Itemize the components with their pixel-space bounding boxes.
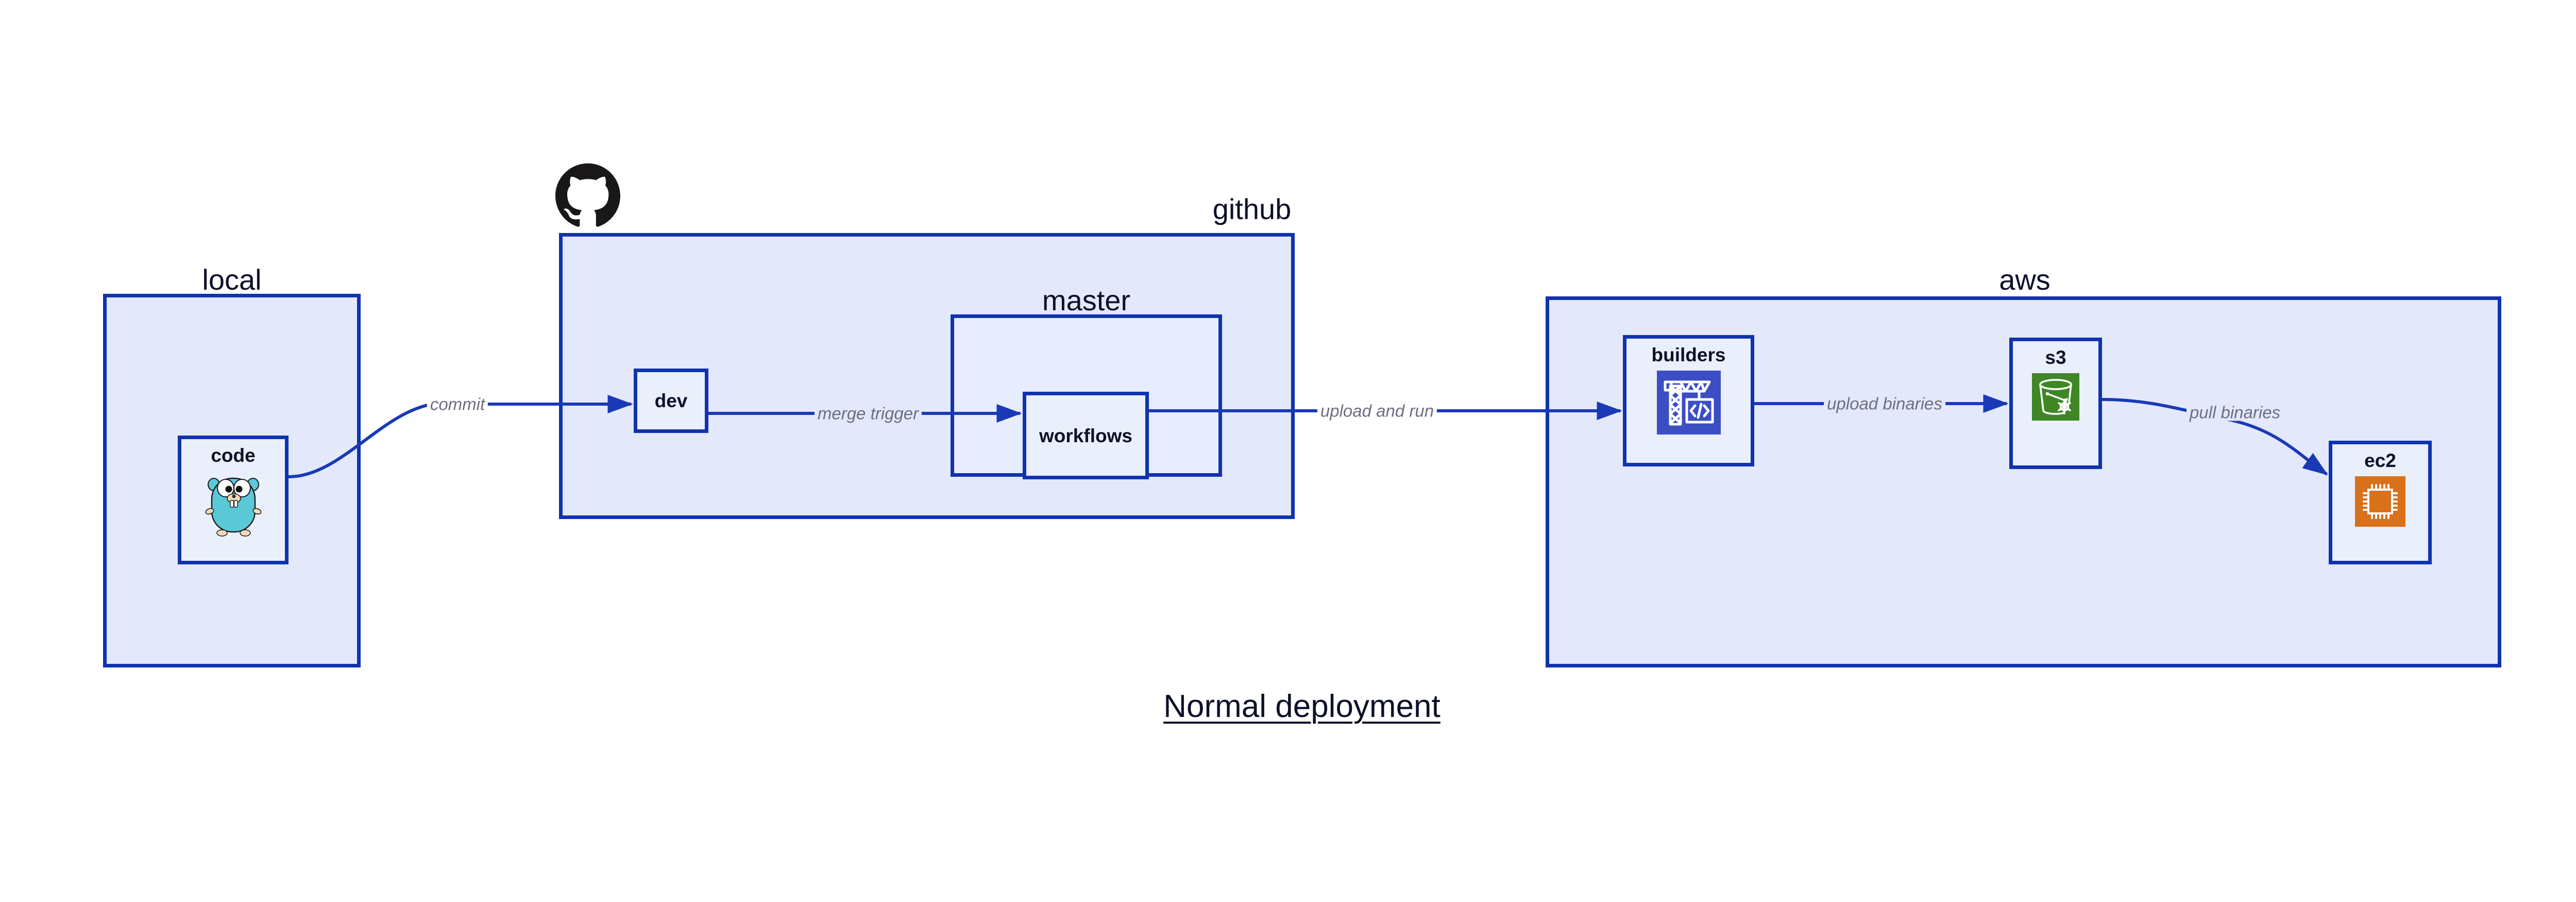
edge-label-commit: commit [427, 395, 488, 413]
github-logo-icon [555, 163, 620, 228]
node-workflows[interactable]: workflows [1023, 392, 1149, 479]
edge-label-upload-and-run: upload and run [1317, 402, 1437, 420]
group-label-aws: aws [1999, 263, 2050, 296]
node-label-code: code [211, 445, 256, 466]
node-code[interactable]: code [178, 436, 289, 564]
aws-codebuild-icon [1656, 371, 1721, 437]
node-s3[interactable]: s3 [2009, 338, 2102, 469]
group-label-local: local [202, 263, 262, 296]
group-label-master: master [1042, 284, 1131, 316]
node-label-builders: builders [1651, 344, 1726, 365]
node-label-ec2: ec2 [2364, 450, 2396, 471]
node-dev[interactable]: dev [634, 369, 708, 433]
node-label-s3: s3 [2045, 347, 2066, 368]
node-label-dev: dev [654, 390, 688, 411]
go-gopher-icon [205, 471, 262, 540]
edge-label-upload-binaries: upload binaries [1824, 395, 1945, 412]
node-builders[interactable]: builders [1623, 335, 1754, 466]
diagram-caption: Normal deployment [0, 691, 2576, 723]
edge-label-pull-binaries: pull binaries [2186, 404, 2284, 421]
diagram-caption-text: Normal deployment [1163, 689, 1440, 724]
group-label-github: github [1212, 193, 1292, 225]
aws-s3-glacier-icon [2032, 373, 2079, 423]
node-label-workflows: workflows [1039, 425, 1132, 446]
node-ec2[interactable]: ec2 [2329, 441, 2432, 564]
aws-ec2-icon [2355, 476, 2405, 529]
edge-label-merge-trigger: merge trigger [814, 405, 922, 422]
